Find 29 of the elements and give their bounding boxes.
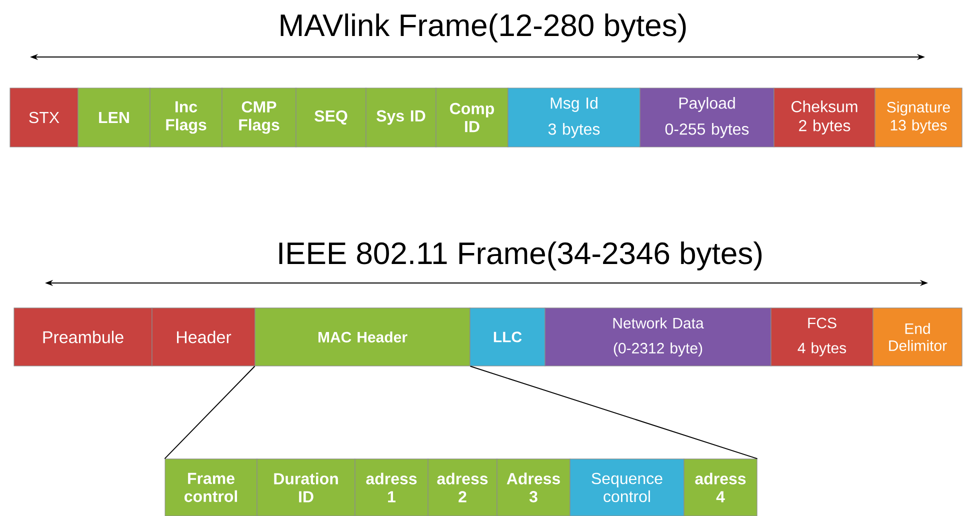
field-box: Sys ID xyxy=(366,88,436,148)
leader-line xyxy=(470,366,758,460)
field-box: CMP Flags xyxy=(222,88,296,148)
field-box: Msg Id 3 bytes xyxy=(508,88,640,148)
field-box: Cheksum 2 bytes xyxy=(774,88,876,148)
field-box: SEQ xyxy=(296,88,366,148)
field-box: Preambule xyxy=(14,308,152,366)
field-box: Comp ID xyxy=(436,88,508,148)
field-box: adress 1 xyxy=(354,458,428,516)
field-box: End Delimitor xyxy=(872,308,962,366)
field-box: Network Data (0-2312 byte) xyxy=(544,308,772,366)
field-box: Signature 13 bytes xyxy=(874,88,962,148)
field-box: LEN xyxy=(78,88,150,148)
leader-line xyxy=(164,366,256,460)
field-box: adress 2 xyxy=(428,458,498,516)
field-box: Inc Flags xyxy=(150,88,222,148)
field-box: STX xyxy=(10,88,78,148)
field-box: Adress 3 xyxy=(496,458,570,516)
field-box: Frame control xyxy=(164,458,258,516)
field-box: adress 4 xyxy=(684,458,758,516)
field-box: LLC xyxy=(470,308,546,366)
frame-title: MAVlink Frame(12-280 bytes) xyxy=(280,14,686,42)
field-box: Header xyxy=(152,308,256,366)
field-box: Duration ID xyxy=(256,458,356,516)
field-box: Payload 0-255 bytes xyxy=(640,88,774,148)
field-box: FCS 4 bytes xyxy=(770,308,874,366)
frame-title: IEEE 802.11 Frame(34-2346 bytes) xyxy=(279,242,762,270)
field-box: MAC Header xyxy=(254,308,470,366)
field-box: Sequence control xyxy=(570,458,684,516)
